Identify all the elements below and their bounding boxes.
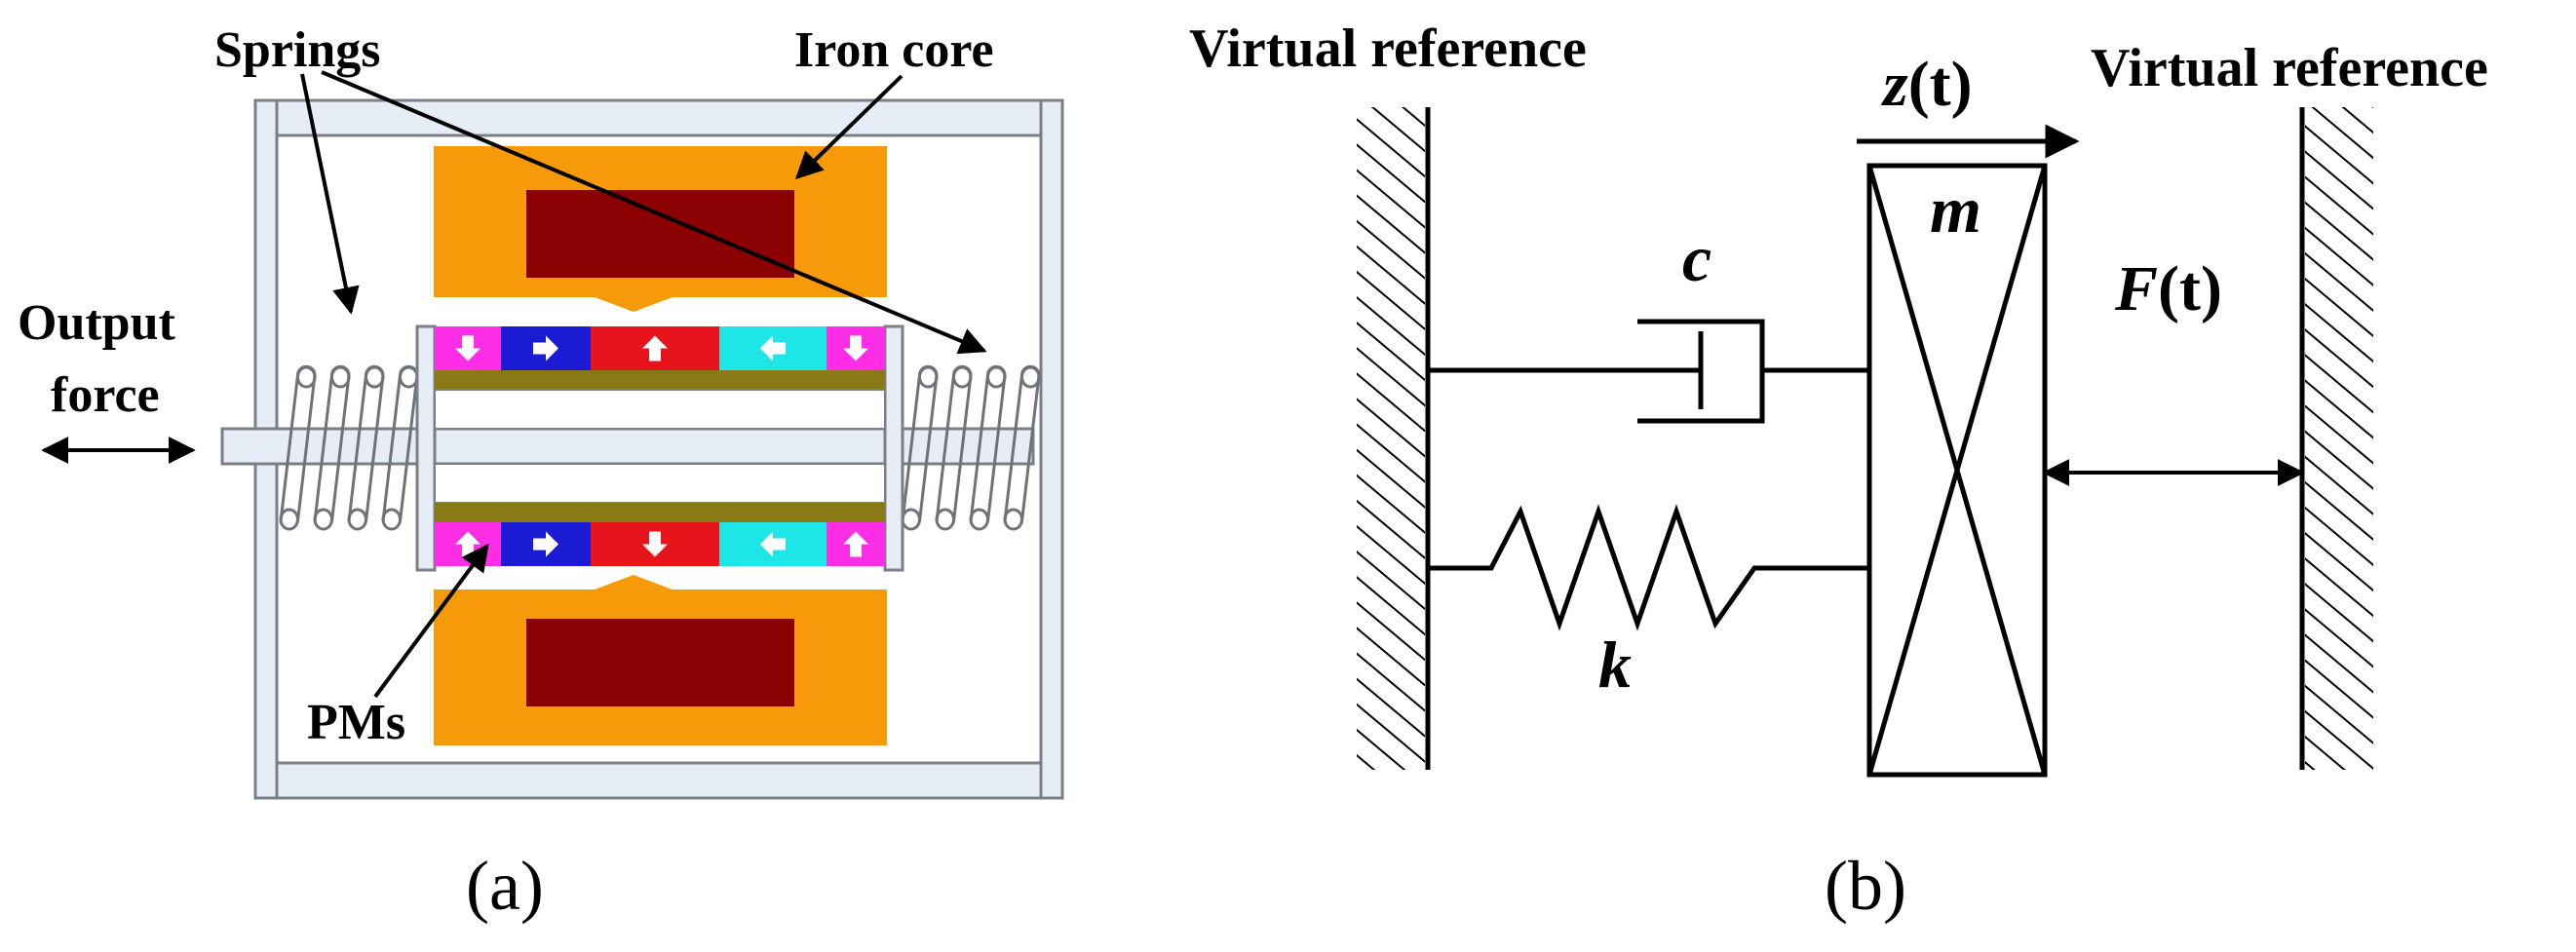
spring-coil-loop-bottom (381, 508, 402, 531)
arrow-right-icon (533, 335, 558, 362)
pms-label: PMs (307, 695, 405, 750)
spring-coil-loop-bottom (279, 508, 299, 531)
output-force-label-line2: force (51, 367, 160, 423)
end-plate-right (883, 324, 904, 572)
damper-label: c (1682, 221, 1711, 295)
spring-coil-loop-bottom (1003, 508, 1023, 531)
iron-core-arrow (794, 74, 904, 179)
spring-coil-loop-bottom (313, 508, 333, 531)
mass-block (1866, 163, 2048, 778)
annotation-arrows (41, 70, 987, 699)
spring-right (901, 364, 1041, 531)
arrow-down-icon (455, 335, 481, 362)
arrow-down-icon (642, 531, 668, 557)
spring-k (1428, 504, 1869, 631)
spring-coil-loop-top (1020, 365, 1041, 389)
right-wall-hatch (2305, 107, 2373, 770)
spring-coil-loop-bottom (901, 508, 921, 531)
force-label: F(t) (2114, 253, 2222, 324)
spring-coil-loop-top (918, 365, 939, 389)
back-iron-bottom (435, 503, 885, 522)
panel-a: Springs Iron core Output force PMs (a) (18, 22, 1064, 925)
spring-coil-loop-bottom (935, 508, 955, 531)
springs-arrow-right (321, 70, 987, 355)
right-reference-label: Virtual reference (2091, 38, 2488, 98)
spring-label: k (1598, 628, 1632, 702)
spring-coil-loop-top (952, 365, 973, 389)
pm-array-top (435, 326, 885, 370)
arrow-up-icon (843, 531, 868, 557)
panel-b: Virtual reference Virtual reference z(t)… (1189, 19, 2488, 925)
arrow-up-icon (642, 335, 668, 362)
spring-left (279, 364, 419, 531)
spring-coil-loop-top (296, 365, 317, 389)
arrow-right-icon (533, 531, 558, 557)
spring-coil-loop-bottom (969, 508, 989, 531)
arrow-left-icon (760, 335, 786, 362)
mass-label: m (1930, 172, 1981, 247)
left-reference-label: Virtual reference (1189, 19, 1587, 79)
springs-arrow-left (300, 73, 360, 315)
springs-label: Springs (214, 22, 381, 78)
housing-frame (253, 98, 1064, 800)
arrow-down-icon (843, 335, 868, 362)
inner-tube-top (434, 389, 886, 430)
displacement-label: z(t) (1881, 49, 1973, 120)
damper (1428, 319, 1869, 424)
output-force-label-line1: Output (18, 295, 176, 351)
end-plate-left (415, 324, 437, 572)
spring-coil-loop-top (399, 365, 419, 389)
spring-coil-loop-top (330, 365, 351, 389)
iron-core-label: Iron core (794, 22, 994, 78)
back-iron-top (435, 370, 885, 390)
iron-core-top (434, 146, 887, 312)
caption-b: (b) (1825, 847, 1906, 925)
spring-coil-loop-top (365, 365, 385, 389)
spring-coil-loop-bottom (347, 508, 367, 531)
caption-a: (a) (466, 847, 544, 925)
pms-arrow (373, 543, 489, 699)
left-wall-hatch (1357, 107, 1425, 770)
iron-core-bottom (434, 575, 887, 745)
inner-tube-bottom (434, 463, 886, 504)
arrow-left-icon (760, 531, 786, 557)
pm-array-bottom (435, 522, 885, 566)
spring-coil-loop-top (986, 365, 1007, 389)
